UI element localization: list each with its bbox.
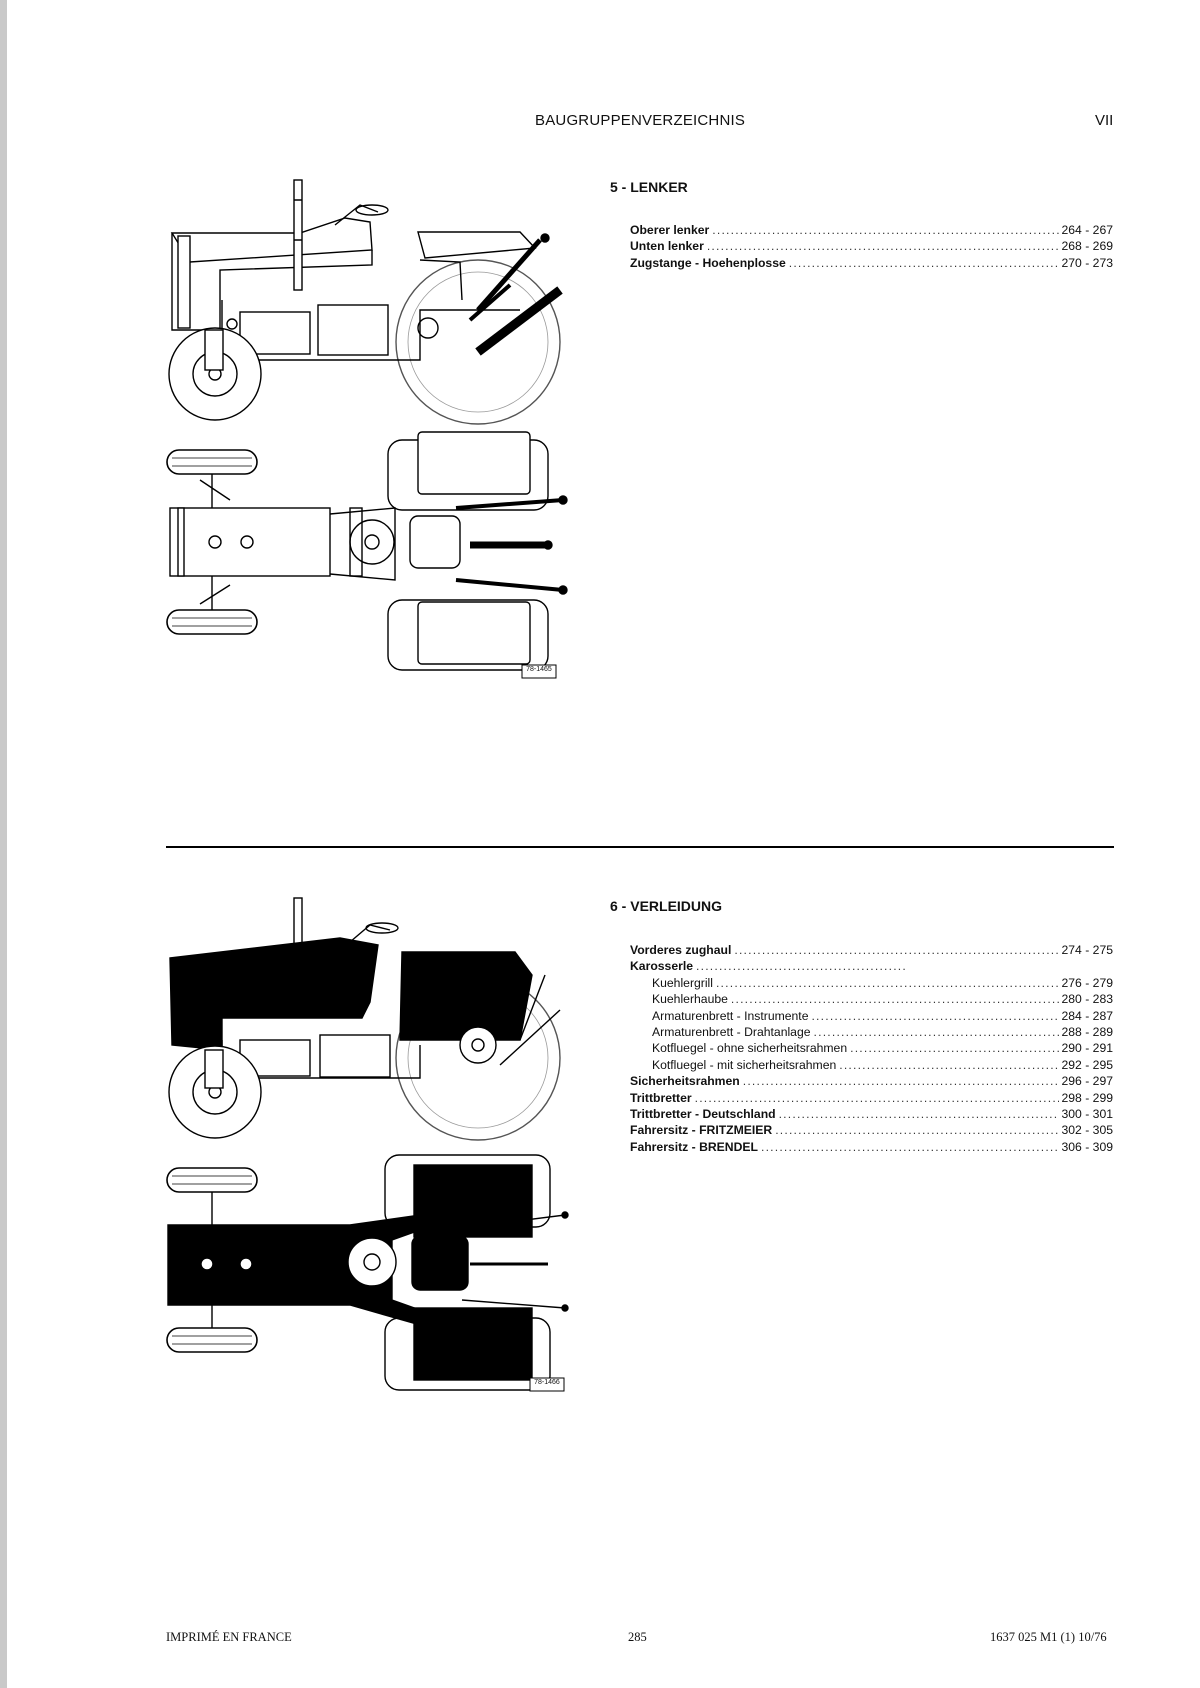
toc-entry: Kuehlerhaube280 - 283 xyxy=(630,991,1113,1007)
tractor-top-view-verleidung xyxy=(166,1154,569,1391)
toc-entry: Trittbretter298 - 299 xyxy=(630,1090,1113,1106)
toc-entry: Kotfluegel - mit sicherheitsrahmen292 - … xyxy=(630,1057,1113,1073)
toc-entry: Kuehlergrill276 - 279 xyxy=(630,975,1113,991)
figure-reference-box xyxy=(529,1377,565,1392)
figure-reference-box xyxy=(521,664,557,679)
section-divider xyxy=(166,846,1114,848)
toc-entry: Kotfluegel - ohne sicherheitsrahmen290 -… xyxy=(630,1040,1113,1056)
toc-entry: Unten lenker268 - 269 xyxy=(630,238,1113,254)
toc-entry: Vorderes zughaul274 - 275 xyxy=(630,942,1113,958)
figure-reference-label: 78-1465 xyxy=(526,666,552,673)
toc-entry: Fahrersitz - FRITZMEIER302 - 305 xyxy=(630,1122,1113,1138)
toc-entry: Karosserle xyxy=(630,958,1113,974)
scan-edge xyxy=(0,0,7,1688)
section-title-verleidung: 6 - VERLEIDUNG xyxy=(610,898,723,914)
toc-list-lenker: Oberer lenker264 - 267 Unten lenker268 -… xyxy=(630,222,1113,271)
toc-entry: Trittbretter - Deutschland300 - 301 xyxy=(630,1106,1113,1122)
toc-entry: Zugstange - Hoehenplosse270 - 273 xyxy=(630,255,1113,271)
toc-entry: Oberer lenker264 - 267 xyxy=(630,222,1113,238)
footer-page-number: 285 xyxy=(628,1630,647,1644)
toc-entry: Sicherheitsrahmen296 - 297 xyxy=(630,1073,1113,1089)
toc-entry: Armaturenbrett - Instrumente284 - 287 xyxy=(630,1008,1113,1024)
tractor-top-view-lenker xyxy=(166,431,568,671)
toc-entry: Armaturenbrett - Drahtanlage288 - 289 xyxy=(630,1024,1113,1040)
section-title-lenker: 5 - LENKER xyxy=(610,179,688,195)
footer-document-code: 1637 025 M1 (1) 10/76 xyxy=(990,1630,1107,1644)
document-header-roman-page: VII xyxy=(1095,112,1114,129)
tractor-side-view-lenker xyxy=(168,179,563,425)
tractor-side-view-verleidung xyxy=(168,897,561,1141)
toc-list-verleidung: Vorderes zughaul274 - 275 Karosserle Kue… xyxy=(630,942,1113,1155)
document-header-title: BAUGRUPPENVERZEICHNIS xyxy=(535,112,746,129)
toc-entry: Fahrersitz - BRENDEL306 - 309 xyxy=(630,1139,1113,1155)
footer-printed-in: IMPRIMÉ EN FRANCE xyxy=(166,1630,292,1644)
figure-reference-label: 78-1466 xyxy=(534,1379,560,1386)
